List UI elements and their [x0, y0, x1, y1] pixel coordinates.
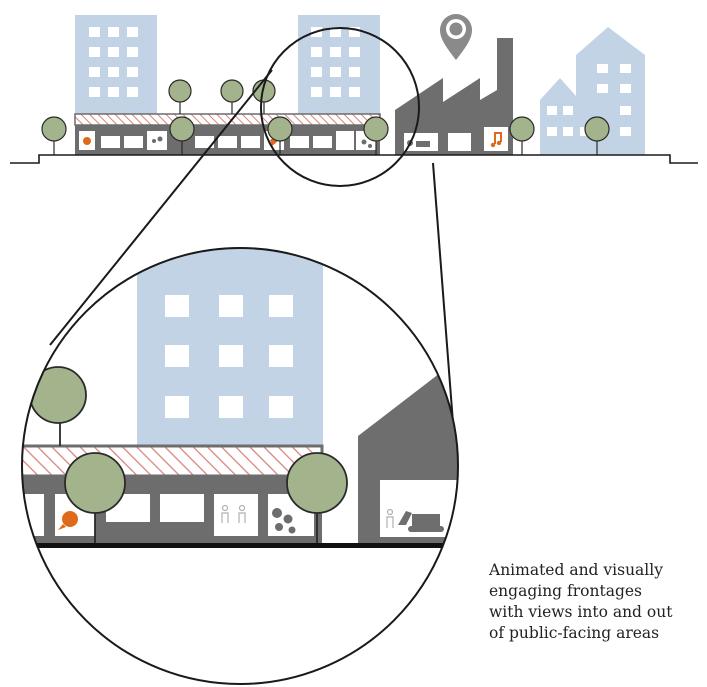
magnifier-lens-large	[21, 247, 459, 685]
tree	[168, 79, 192, 114]
people-icon	[221, 504, 246, 523]
active-frontage	[74, 113, 381, 155]
ground-line	[10, 154, 698, 164]
tree	[267, 116, 293, 155]
street-trees	[41, 79, 610, 155]
residential-tower-left	[75, 15, 157, 115]
caption-line: with views into and out	[489, 603, 673, 621]
tree	[286, 452, 348, 546]
tree	[169, 116, 195, 155]
tree	[509, 116, 535, 155]
industrial-building-zoomed	[358, 350, 458, 543]
active-frontage-zoomed	[22, 444, 324, 543]
tree	[64, 452, 126, 546]
excavator-icon	[398, 511, 444, 532]
residential-tower-zoomed	[137, 248, 323, 450]
residential-tower-middle	[298, 15, 380, 115]
industrial-building	[395, 38, 513, 155]
music-note-icon	[490, 132, 502, 148]
magnifier-lens-small	[260, 27, 420, 187]
people-icon	[386, 508, 394, 528]
caption-line: of public-facing areas	[489, 624, 660, 642]
tree	[584, 116, 610, 155]
caption-line: Animated and visually	[489, 561, 663, 579]
gears-icon	[152, 136, 372, 148]
lightbulb-icon	[83, 137, 91, 145]
caption: Animated and visually engaging frontages…	[489, 560, 707, 644]
tree	[220, 79, 244, 114]
residential-block-right	[540, 27, 645, 155]
lightbulb-icon	[58, 511, 78, 530]
tree	[41, 116, 67, 155]
caption-line: engaging frontages	[489, 582, 643, 600]
zoomed-frontage-detail	[22, 248, 458, 684]
gears-icon	[272, 508, 296, 534]
ground-line-zoomed	[22, 543, 458, 548]
tree	[363, 116, 389, 155]
location-pin-icon	[440, 14, 472, 60]
streetscape	[10, 14, 698, 164]
street-trees-zoomed	[29, 366, 348, 546]
